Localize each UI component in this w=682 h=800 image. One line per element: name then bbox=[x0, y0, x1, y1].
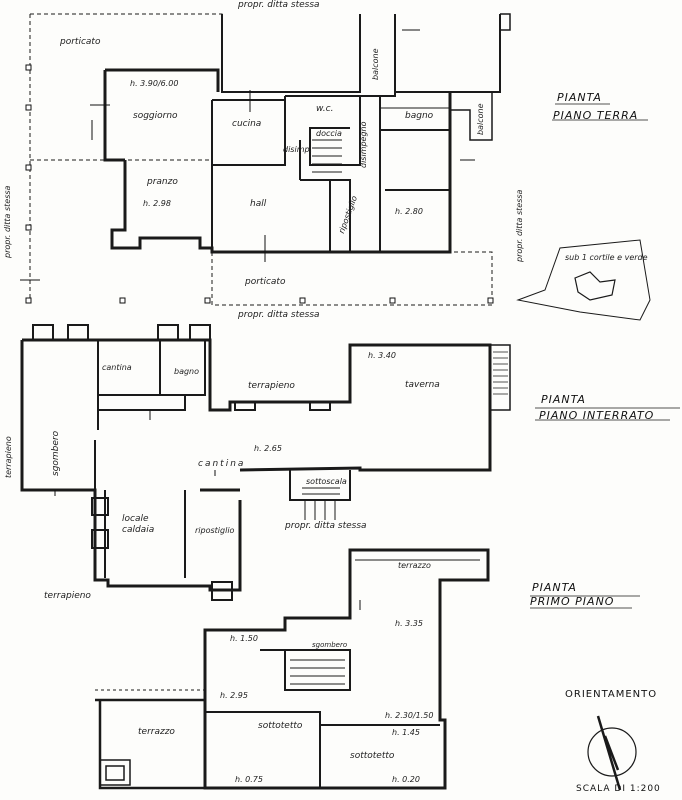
bagno-pt-label: bagno bbox=[405, 111, 434, 121]
owner-bottom-pt-label: propr. ditta stessa bbox=[238, 310, 320, 320]
height-295-label: h. 2.95 bbox=[220, 691, 248, 700]
terrazzo-top-label: terrazzo bbox=[398, 561, 431, 570]
sottotetto-2-label: sottotetto bbox=[350, 751, 395, 761]
height-020-label: h. 0.20 bbox=[392, 775, 420, 784]
scale-label: SCALA DI 1:200 bbox=[576, 784, 661, 794]
pranzo-height-label: h. 2.98 bbox=[143, 199, 171, 208]
orientamento-label: ORIENTAMENTO bbox=[565, 689, 658, 700]
bagno-int-label: bagno bbox=[174, 367, 200, 376]
pianta-pt-title: PIANTA bbox=[557, 91, 602, 104]
height-340-label: h. 3.40 bbox=[368, 351, 396, 360]
piano-interrato-title: PIANO INTERRATO bbox=[539, 409, 655, 422]
sgombero-int-label: sgombero bbox=[51, 430, 61, 476]
cantina-main-label: cantina bbox=[198, 459, 246, 469]
porticato-bottom-label: porticato bbox=[245, 277, 286, 287]
pranzo-label: pranzo bbox=[147, 177, 178, 187]
height-335-label: h. 3.35 bbox=[395, 619, 423, 628]
height-150-label: h. 1.50 bbox=[230, 634, 258, 643]
height-075-label: h. 0.75 bbox=[235, 775, 263, 784]
wc-label: w.c. bbox=[316, 104, 334, 114]
owner-int-label: propr. ditta stessa bbox=[285, 521, 367, 531]
height-265-label: h. 2.65 bbox=[254, 444, 282, 453]
disimpegno-label: disimpegno bbox=[359, 121, 368, 168]
pianta-int-title: PIANTA bbox=[541, 393, 586, 406]
owner-right-pt-label: propr. ditta stessa bbox=[515, 189, 524, 262]
taverna-label: taverna bbox=[405, 380, 440, 390]
terrazzo-left-label: terrazzo bbox=[138, 727, 175, 737]
soggiorno-label: soggiorno bbox=[133, 111, 178, 121]
owner-left-pt-label: propr. ditta stessa bbox=[3, 185, 12, 258]
sottotetto-1-label: sottotetto bbox=[258, 721, 303, 731]
disimp-label: disimp. bbox=[283, 145, 313, 154]
balcone-2-label: balcone bbox=[476, 103, 485, 136]
first-floor-plan bbox=[95, 548, 640, 791]
terrapieno-left-label: terrapieno bbox=[4, 436, 13, 478]
balcone-1-label: balcone bbox=[371, 48, 380, 81]
sgombero-pp-label: sgombero bbox=[312, 641, 348, 649]
pianta-pp-title: PIANTA bbox=[532, 581, 577, 594]
piano-terra-title: PIANO TERRA bbox=[553, 109, 639, 122]
cucina-label: cucina bbox=[232, 119, 262, 129]
top-owner-label: propr. ditta stessa bbox=[238, 0, 320, 10]
height-145-label: h. 1.45 bbox=[392, 728, 420, 737]
terrapieno-int-label: terrapieno bbox=[248, 381, 295, 391]
height-280-label: h. 2.80 bbox=[395, 207, 423, 216]
porticato-top-label: porticato bbox=[60, 37, 101, 47]
terrapieno-bottom-label: terrapieno bbox=[44, 591, 91, 601]
height-230-label: h. 2.30/1.50 bbox=[385, 711, 434, 720]
soggiorno-height-label: h. 3.90/6.00 bbox=[130, 79, 179, 88]
primo-piano-title: PRIMO PIANO bbox=[530, 595, 615, 608]
basement-plan bbox=[20, 324, 680, 601]
doccia-label: doccia bbox=[316, 129, 342, 138]
cantina-small-label: cantina bbox=[102, 363, 132, 372]
sub1-label: sub 1 cortile e verde bbox=[565, 253, 648, 262]
locale-caldaia-label: locale caldaia bbox=[122, 514, 155, 535]
sottoscala-label: sottoscala bbox=[306, 477, 347, 486]
ground-floor-plan bbox=[29, 13, 651, 321]
ripostiglio-int-label: ripostiglio bbox=[195, 526, 235, 535]
hall-label: hall bbox=[250, 199, 267, 209]
